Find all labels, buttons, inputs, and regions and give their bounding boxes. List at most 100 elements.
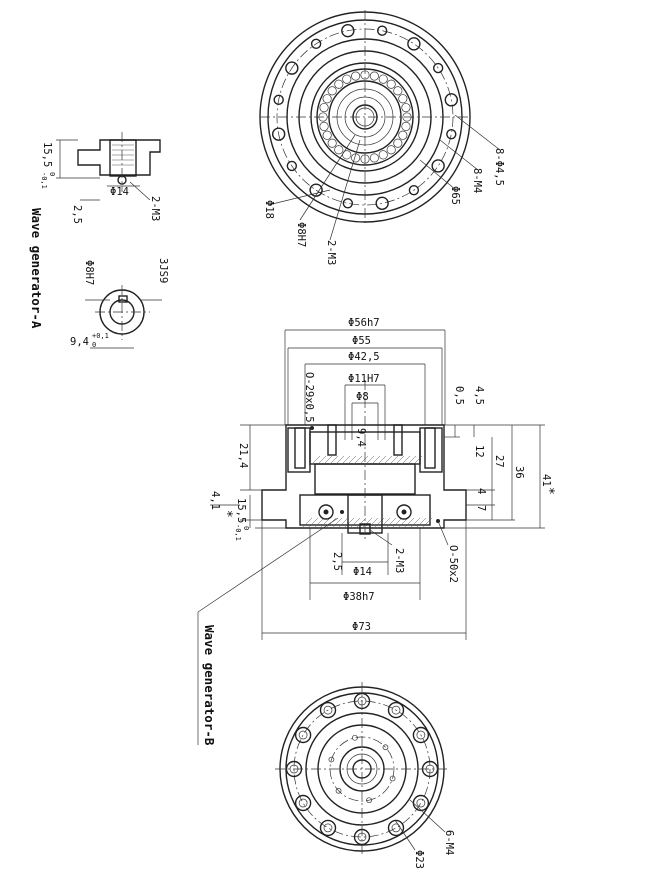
- sec-d-56h7: Φ56h7: [348, 317, 380, 329]
- hatch-line: [311, 455, 321, 465]
- wg-a-keyway: 3JS9: [157, 258, 169, 283]
- sec-oring-bottom: O-50x2: [447, 545, 459, 583]
- sec-d-42-5: Φ42,5: [348, 351, 380, 363]
- bottom-pcd-label: Φ23: [413, 850, 425, 869]
- section-view: [197, 329, 545, 745]
- hatch-line: [307, 517, 319, 529]
- wg-a-height: 15,5: [41, 142, 53, 167]
- bolt-hole-inner: [323, 705, 333, 715]
- bearing-ball: [322, 94, 332, 104]
- hatch-line: [337, 517, 349, 529]
- hatch-line: [395, 455, 405, 465]
- bottom-thread-holes: [328, 734, 396, 804]
- top-pcd-label: Φ65: [449, 186, 461, 205]
- bolt-hole-inner: [416, 730, 426, 740]
- bolt-hole: [431, 159, 445, 173]
- bearing-ball: [398, 130, 408, 140]
- top-hub-bore-label: Φ8H7: [295, 222, 307, 247]
- hatch-line: [323, 455, 333, 465]
- bearing-ball: [334, 145, 344, 155]
- sec-d-38h7: Φ38h7: [343, 591, 375, 603]
- bolt-holes: [271, 23, 459, 211]
- bolt-hole: [407, 37, 421, 51]
- wg-a-key-depth-tol-bottom: 0: [92, 341, 96, 349]
- hatch-line: [377, 455, 387, 465]
- hatch-line: [319, 517, 331, 529]
- bolt-hole: [286, 160, 298, 172]
- sec-r-41-mark: *: [541, 487, 556, 495]
- bolt-hole-inner: [323, 823, 333, 833]
- bearing-ball: [386, 145, 396, 155]
- bearing-ball: [393, 86, 403, 96]
- hatch-line: [355, 517, 367, 529]
- hatch-line: [407, 455, 417, 465]
- hatch-line: [389, 455, 399, 465]
- bolt-hole: [412, 794, 430, 812]
- bolt-hole-inner: [416, 798, 426, 808]
- bearing-ball: [342, 74, 352, 84]
- bolt-hole: [271, 127, 286, 141]
- bearing-ball: [369, 71, 379, 81]
- bearing-ball: [327, 138, 337, 148]
- bolt-hole: [319, 701, 337, 719]
- hatch-line: [341, 455, 351, 465]
- hatch-line: [403, 517, 415, 529]
- bearing-ball: [322, 130, 332, 140]
- bearing-ball: [378, 74, 388, 84]
- sec-d-8: Φ8: [356, 391, 369, 403]
- sec-h-4-1: 4,1: [209, 491, 221, 510]
- bearing-ball: [398, 94, 408, 104]
- wave-generator-a-label: Wave generator-A: [29, 208, 44, 329]
- top-bolt-holes-label: 8-Φ4,5: [493, 148, 505, 186]
- hatch-line: [317, 455, 327, 465]
- hatch-line: [371, 455, 381, 465]
- bolt-hole: [341, 23, 355, 38]
- bolt-hole: [294, 794, 312, 812]
- hatch-line: [353, 455, 363, 465]
- hatch-line: [397, 517, 409, 529]
- bolt-hole: [444, 93, 459, 107]
- bolt-hole: [294, 726, 312, 744]
- hatch-line: [401, 455, 411, 465]
- hatch-line: [349, 517, 361, 529]
- hatch-line: [421, 517, 433, 529]
- wave-generator-b-label: Wave generator-B: [202, 625, 217, 746]
- wave-generator-a-side: [56, 132, 161, 201]
- hatch-line: [383, 455, 393, 465]
- bearing-ball: [319, 121, 329, 131]
- bearing-ball: [401, 121, 411, 131]
- bolt-hole: [285, 61, 299, 75]
- bolt-hole: [309, 183, 323, 197]
- bolt-hole: [319, 819, 337, 837]
- wave-generator-a-end: [85, 285, 162, 349]
- bolt-hole: [342, 198, 354, 209]
- sec-r-0-5: 0,5: [453, 386, 465, 405]
- hatch-line: [359, 455, 369, 465]
- thread-hole: [335, 787, 342, 794]
- sec-h-2-5: 2,5: [331, 552, 343, 571]
- sec-d-55: Φ55: [352, 335, 371, 347]
- sec-screw: 2-M3: [393, 548, 405, 573]
- bearing-balls: [318, 70, 412, 164]
- sec-d-11h7: Φ11H7: [348, 373, 380, 385]
- thread-hole: [328, 756, 335, 763]
- sec-r-41: 41: [540, 474, 552, 487]
- hatch-line: [301, 517, 313, 529]
- wg-a-offset: 2,5: [71, 205, 83, 224]
- sec-d-14: Φ14: [353, 566, 372, 578]
- bearing-ball: [386, 79, 396, 89]
- hatch-line: [329, 455, 339, 465]
- top-set-screws-label: 2-M3: [325, 240, 337, 265]
- sec-h-9-4: 9,4: [355, 428, 367, 447]
- top-threads-label: 8-M4: [471, 168, 483, 193]
- sec-oring-top: O-29x0,5: [303, 372, 315, 423]
- sec-r-27: 27: [493, 455, 505, 468]
- wg-a-height-tol-top: 0: [48, 172, 56, 176]
- thread-hole: [382, 744, 389, 751]
- bolt-hole-inner: [298, 798, 308, 808]
- wg-a-key-depth: 9,4: [70, 336, 89, 348]
- thread-hole: [352, 734, 358, 741]
- bolt-hole: [408, 184, 420, 196]
- sec-h-15-5-tol-bottom: -0,1: [234, 524, 242, 541]
- hatch-line: [385, 517, 397, 529]
